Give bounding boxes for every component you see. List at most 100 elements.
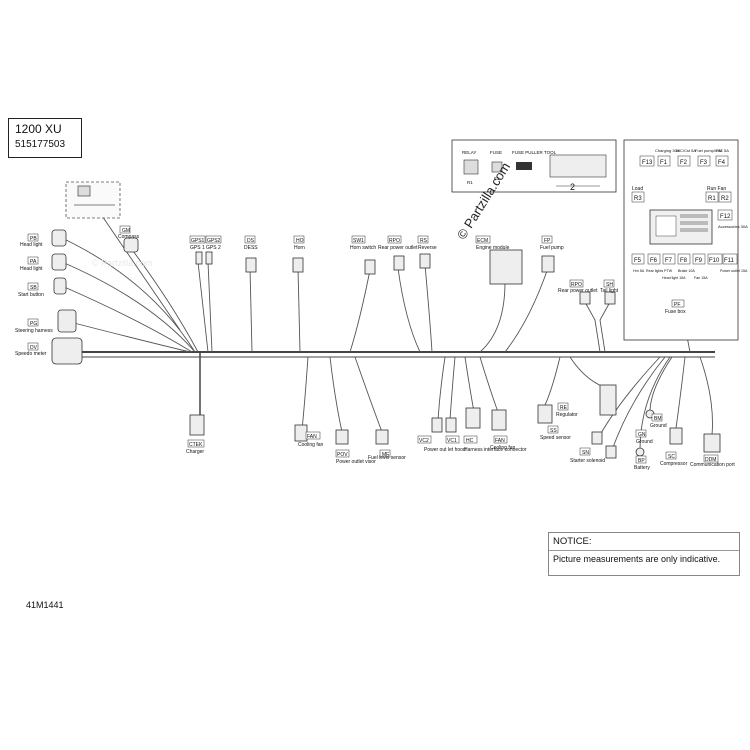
relay-desc: Load bbox=[632, 186, 643, 192]
connector-glyphs bbox=[51, 229, 721, 459]
connector-name: GPS 1 bbox=[190, 245, 205, 251]
fuse-desc: HIC 5A bbox=[716, 148, 729, 153]
document-code: 41M1441 bbox=[26, 600, 64, 610]
connector-code: ECM bbox=[477, 238, 488, 244]
fuse-code: F13 bbox=[642, 160, 653, 166]
connector-name: Rear power outlet bbox=[378, 245, 418, 251]
connector-code: RPO bbox=[389, 238, 400, 244]
connector-name: Rear power outlet bbox=[558, 288, 598, 294]
connector-name: Fuel level sensor bbox=[368, 455, 406, 461]
fuse-code: F1 bbox=[494, 176, 500, 181]
model-info-box: 1200 XU 515177503 bbox=[8, 118, 82, 158]
fuse-desc: Fan 15A bbox=[694, 276, 708, 280]
connector-name: Tail light bbox=[600, 288, 619, 294]
fuse-code: F9 bbox=[695, 258, 703, 264]
connector-name: Compressor bbox=[660, 461, 688, 467]
connector-code: SC bbox=[668, 454, 675, 460]
fuse-code: F4 bbox=[718, 160, 726, 166]
connector-code: POV bbox=[337, 452, 348, 458]
connector-name: Compass bbox=[118, 234, 140, 240]
connector-labels: PB Head light PA Head light SB Start but… bbox=[15, 225, 735, 471]
connector-code: SH bbox=[606, 282, 613, 288]
fuse-code: F1 bbox=[660, 160, 668, 166]
fuse-desc: Rear lights PTW bbox=[646, 269, 673, 273]
connector-name: Head light bbox=[20, 242, 43, 248]
fuse-kit-labels: RELAY FUSE FUSE PULLER TOOL R1 F1 2 bbox=[462, 150, 575, 192]
model-name: 1200 XU bbox=[15, 122, 62, 136]
notice-box: NOTICE: Picture measurements are only in… bbox=[548, 532, 740, 576]
relay-code: R1 bbox=[708, 196, 716, 202]
notice-divider bbox=[549, 550, 739, 551]
connector-code: MF bbox=[382, 452, 389, 458]
fuse-code: F5 bbox=[634, 258, 642, 264]
connector-name: Start button bbox=[18, 292, 44, 298]
fuse-box-name: Fuse box bbox=[665, 309, 686, 315]
fuse-desc: Charging 30A bbox=[655, 148, 680, 153]
callout-number: 2 bbox=[570, 182, 575, 192]
connector-name: Harness interface connector bbox=[464, 447, 527, 453]
connector-name: Fuel pump bbox=[540, 245, 564, 251]
fuse-desc: Accessories 30A bbox=[718, 224, 748, 229]
harness-trunk bbox=[80, 351, 715, 420]
connector-name: Regulator bbox=[556, 412, 578, 418]
fuse-code: F10 bbox=[709, 258, 720, 264]
connector-name: Horn switch bbox=[350, 245, 376, 251]
connector-name: GPS 2 bbox=[206, 245, 221, 251]
connector-name: Starter solenoid bbox=[570, 458, 605, 464]
harness-branches bbox=[61, 209, 713, 451]
connector-code: DS bbox=[247, 238, 255, 244]
connector-name: DESS bbox=[244, 245, 258, 251]
notice-body: Picture measurements are only indicative… bbox=[553, 554, 721, 564]
connector-code: GN bbox=[638, 432, 646, 438]
fuse-kit-box bbox=[451, 139, 617, 193]
connector-name: Horn bbox=[294, 245, 305, 251]
connector-code: HO bbox=[296, 238, 304, 244]
connector-name: Ground bbox=[636, 439, 653, 445]
fuse-code: F7 bbox=[665, 258, 673, 264]
fuse-code: F11 bbox=[724, 258, 735, 264]
model-part-number: 515177503 bbox=[15, 139, 66, 150]
connector-code: RPO bbox=[571, 282, 582, 288]
connector-name: Speed sensor bbox=[540, 435, 571, 441]
fuse-puller-label: FUSE PULLER TOOL bbox=[512, 150, 557, 155]
faint-watermark: © Partzilla.com bbox=[92, 258, 153, 268]
connector-name: Power out let hood bbox=[424, 447, 466, 453]
fuse-code: F12 bbox=[720, 214, 731, 220]
connector-name: Speedo meter bbox=[15, 351, 47, 357]
fuse-code: F3 bbox=[700, 160, 708, 166]
subassembly-inset bbox=[65, 181, 121, 219]
connector-code: SS bbox=[550, 428, 557, 434]
connector-code: SN bbox=[582, 450, 589, 456]
connector-code: BM bbox=[654, 416, 662, 422]
connector-name: Engine module bbox=[476, 245, 510, 251]
connector-code: DV bbox=[30, 345, 38, 351]
connector-name: Reverse bbox=[418, 245, 437, 251]
connector-code: PB bbox=[30, 236, 37, 242]
connector-code: CTEK bbox=[189, 442, 203, 448]
connector-name: Head light bbox=[20, 266, 43, 272]
fuse-code: F2 bbox=[680, 160, 688, 166]
connector-code: SW1 bbox=[353, 238, 364, 244]
connector-name: Ground bbox=[650, 423, 667, 429]
connector-code: VC1 bbox=[447, 438, 457, 444]
connector-code: DDM bbox=[705, 457, 716, 463]
relay-code: R3 bbox=[634, 196, 642, 202]
fuse-code: F8 bbox=[680, 258, 688, 264]
connector-code: RS bbox=[420, 238, 428, 244]
connector-code: BP bbox=[638, 458, 645, 464]
connector-code: RE bbox=[560, 405, 568, 411]
notice-title: NOTICE: bbox=[553, 536, 592, 547]
fuse-desc: Brake 10A bbox=[678, 269, 695, 273]
relay-label: RELAY bbox=[462, 150, 476, 155]
relay-code: R2 bbox=[721, 196, 729, 202]
connector-code: GPS2 bbox=[207, 238, 221, 244]
connector-code: FP bbox=[544, 238, 551, 244]
relay-code: R1 bbox=[467, 180, 473, 185]
connector-code: GM bbox=[122, 228, 130, 234]
connector-name: Charger bbox=[186, 449, 204, 455]
fuse-desc: HIC/Cst 5A bbox=[676, 148, 696, 153]
fuse-label: FUSE bbox=[490, 150, 502, 155]
connector-code: HC bbox=[466, 438, 474, 444]
fuse-desc: Hrn 5A bbox=[633, 269, 645, 273]
